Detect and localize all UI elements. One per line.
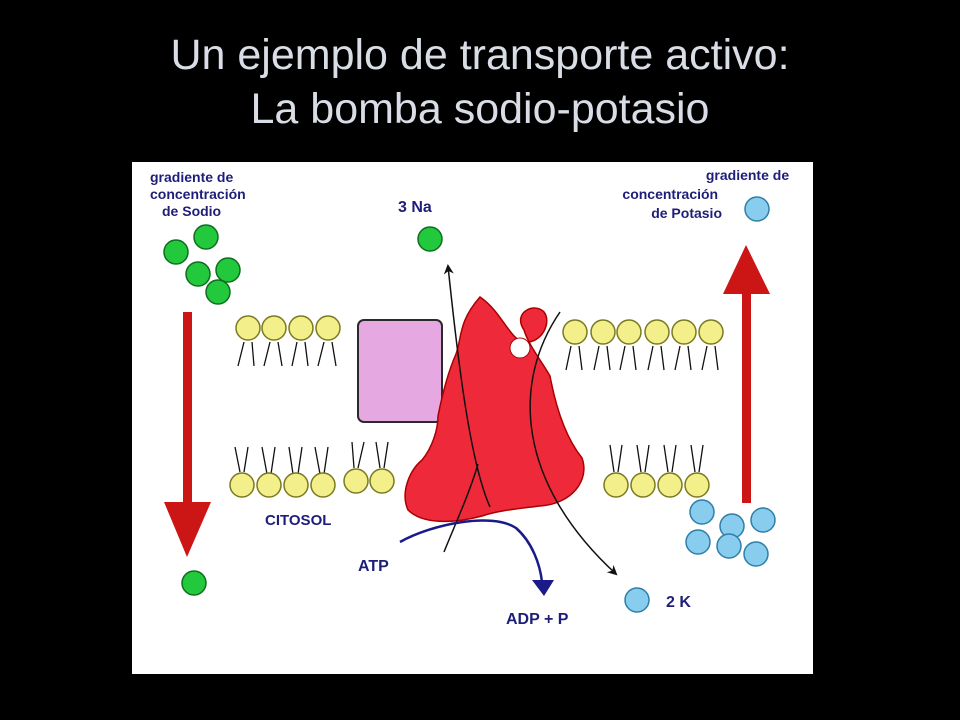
atp-label: ATP	[358, 558, 389, 575]
sodium-potassium-pump-diagram: gradiente de concentración de Sodio grad…	[132, 162, 813, 674]
sodium-gradient-label: gradiente de concentración de Sodio	[150, 169, 250, 219]
potassium-transport-arrow	[529, 311, 618, 576]
adp-label: ADP + P	[506, 611, 569, 628]
sodium-transport-arrow	[443, 264, 491, 508]
potassium-label: 2 K	[666, 594, 691, 611]
potassium-ion	[744, 196, 770, 222]
sodium-ion	[417, 226, 443, 252]
title-line-1: Un ejemplo de transporte activo:	[170, 31, 790, 79]
potassium-ion-cluster	[685, 499, 776, 567]
title-line-2: La bomba sodio-potasio	[250, 85, 710, 133]
membrane-upper-right	[562, 319, 724, 371]
diagram-canvas: gradiente de concentración de Sodio grad…	[150, 167, 793, 628]
membrane-lower-right	[603, 444, 710, 498]
potassium-gradient-label: gradiente de concentración de Potasio	[622, 167, 793, 221]
atp-hydrolysis-arrow	[399, 519, 544, 583]
pump-phosphate-line	[443, 463, 479, 553]
potassium-gradient-arrow	[723, 245, 770, 503]
membrane-upper-left	[235, 315, 341, 367]
sodium-label: 3 Na	[398, 199, 432, 216]
sodium-ion-cluster	[163, 224, 241, 305]
sodium-gradient-arrow	[164, 312, 211, 557]
cytosol-label: CITOSOL	[265, 512, 331, 529]
atp-arrowhead	[532, 580, 554, 596]
channel-protein	[357, 319, 443, 423]
sodium-potassium-pump	[404, 296, 585, 523]
membrane-lower-left	[229, 441, 395, 498]
sodium-ion-inside	[181, 570, 207, 596]
potassium-ion-released	[624, 587, 650, 613]
slide-title: Un ejemplo de transporte activo: La bomb…	[0, 28, 960, 136]
